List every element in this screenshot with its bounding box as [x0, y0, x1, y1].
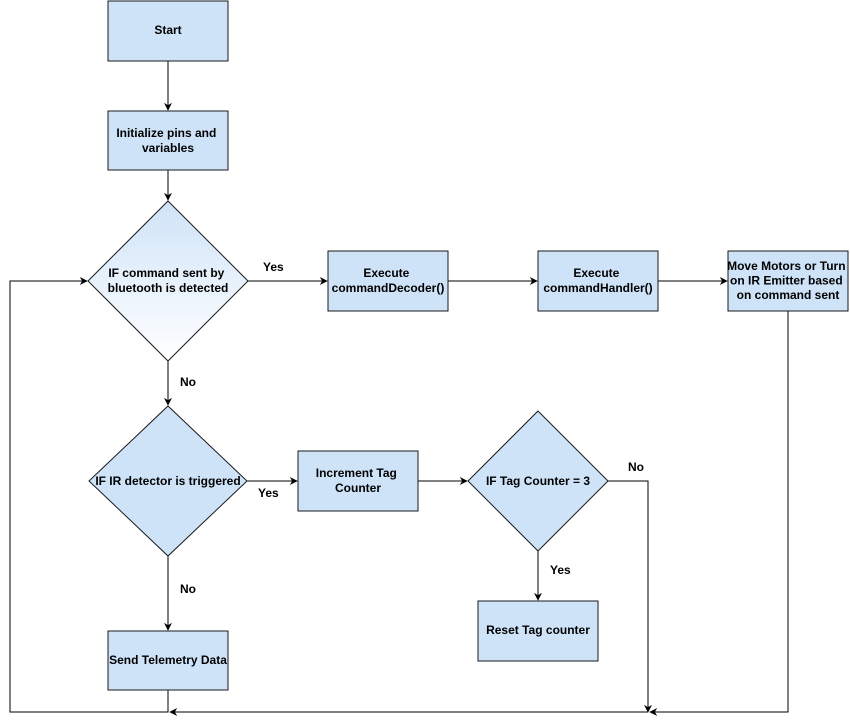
node-reset-tag: Reset Tag counter — [477, 600, 599, 662]
node-decision-ir: IF IR detector is triggered — [88, 405, 248, 557]
node-init: Initialize pins and variables — [107, 110, 229, 171]
edges — [9, 61, 789, 716]
node-command-decoder: Execute commandDecoder() — [327, 250, 449, 312]
node-move-motors-label: Move Motors or Turn on IR Emitter based … — [727, 259, 849, 302]
edge-motors-to-bottom — [649, 311, 789, 716]
node-command-handler: Execute commandHandler() — [537, 250, 659, 312]
node-decision-tag-counter-label: IF Tag Counter = 3 — [486, 474, 590, 488]
edge-telemetry-loop-back — [9, 277, 169, 713]
node-init-label: Initialize pins and variables — [116, 126, 219, 155]
label-bt-yes: Yes — [263, 260, 284, 274]
label-tag-yes: Yes — [550, 563, 571, 577]
edge-tag-no-to-bottom — [608, 480, 652, 713]
node-send-telemetry-label: Send Telemetry Data — [109, 653, 227, 667]
edge-labels: Yes No Yes No Yes No — [180, 260, 644, 596]
node-decision-bluetooth: IF command sent by bluetooth is detected — [87, 200, 249, 362]
label-bt-no: No — [180, 375, 196, 389]
node-command-handler-label: Execute commandHandler() — [543, 266, 652, 295]
label-ir-yes: Yes — [258, 486, 279, 500]
node-increment-tag-label: Increment Tag Counter — [316, 466, 400, 495]
node-move-motors: Move Motors or Turn on IR Emitter based … — [727, 250, 849, 312]
node-increment-tag: Increment Tag Counter — [297, 450, 419, 512]
label-ir-no: No — [180, 582, 196, 596]
node-command-decoder-label: Execute commandDecoder() — [332, 266, 445, 295]
node-start: Start — [107, 0, 229, 62]
label-tag-no: No — [628, 460, 644, 474]
node-decision-bluetooth-label: IF command sent by bluetooth is detected — [108, 266, 229, 295]
node-decision-tag-counter: IF Tag Counter = 3 — [467, 410, 609, 552]
node-decision-ir-label: IF IR detector is triggered — [95, 474, 240, 488]
node-start-label: Start — [154, 23, 181, 37]
node-send-telemetry: Send Telemetry Data — [107, 630, 229, 691]
node-reset-tag-label: Reset Tag counter — [486, 623, 590, 637]
